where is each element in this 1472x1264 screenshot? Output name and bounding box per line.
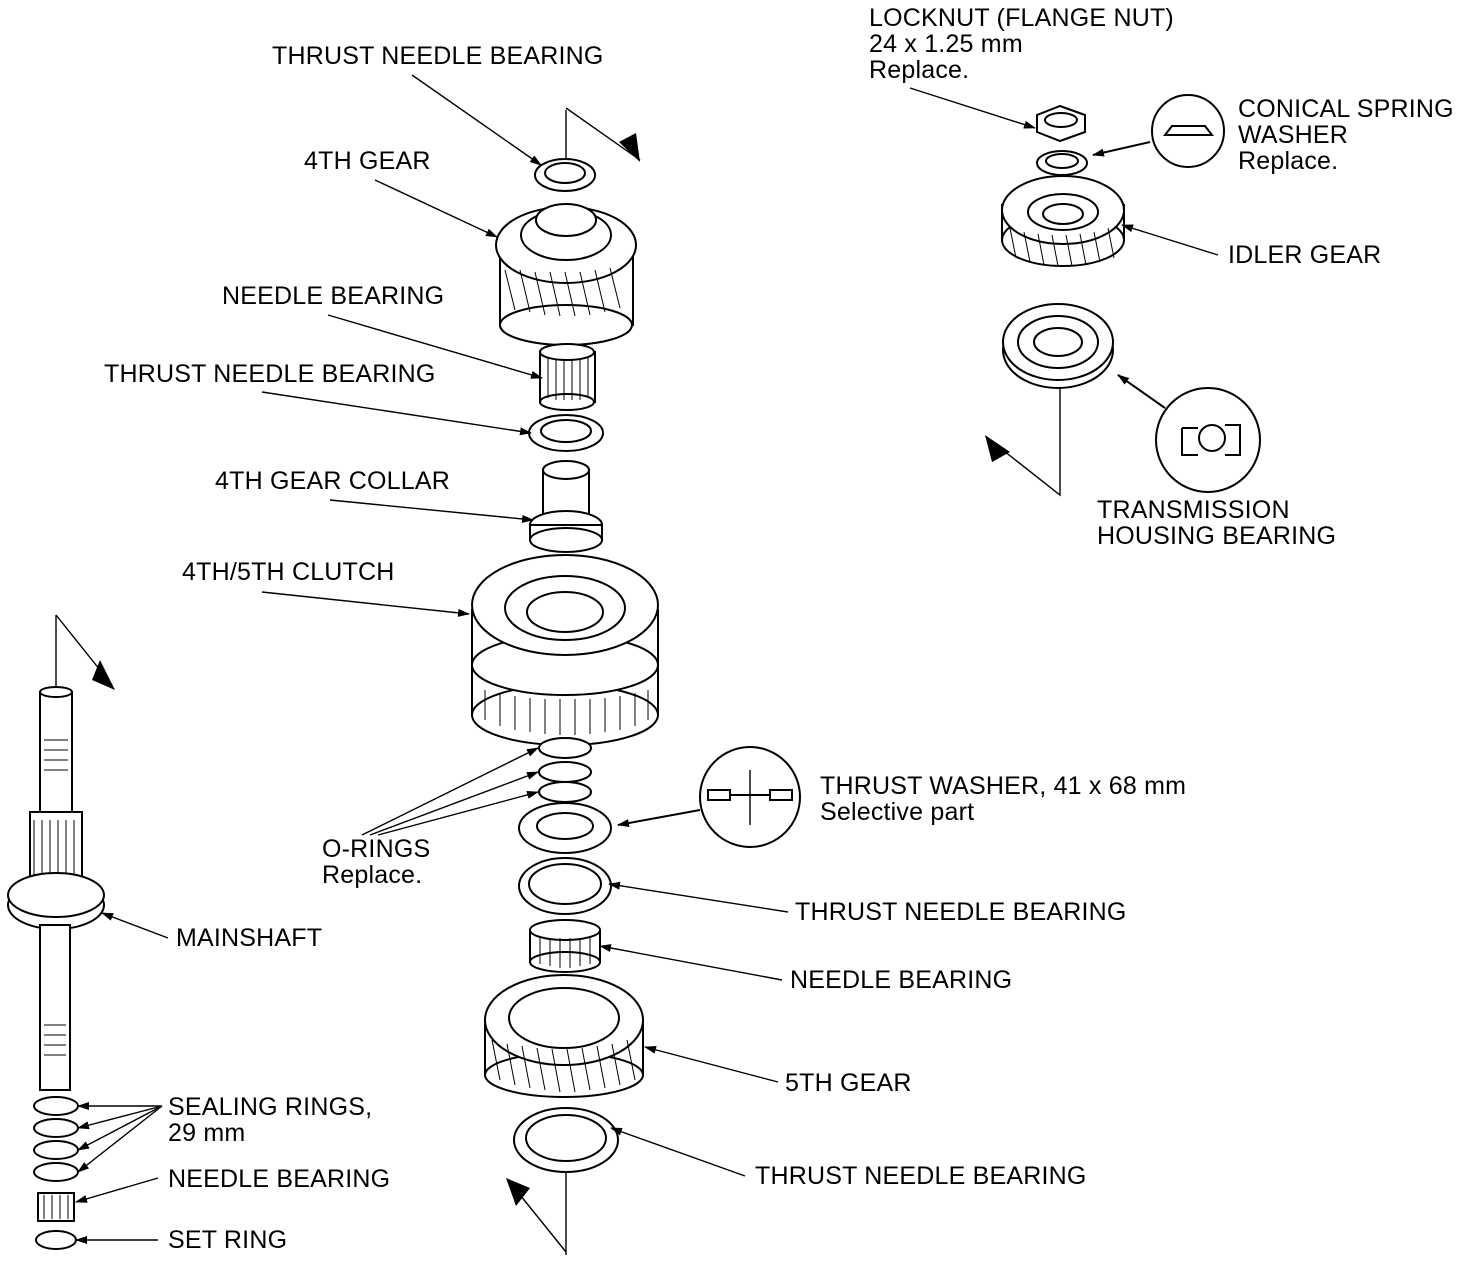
needle-bearing-middle-part	[529, 919, 601, 973]
label-thrust-needle-bearing-bottom: THRUST NEEDLE BEARING	[755, 1162, 1087, 1190]
conical-spring-washer-detail-icon	[1092, 94, 1225, 168]
gear-5th-part	[484, 974, 644, 1098]
label-thrust-needle-bearing-top: THRUST NEEDLE BEARING	[272, 42, 604, 70]
label-thrust-needle-bearing-middle: THRUST NEEDLE BEARING	[795, 898, 1127, 926]
clutch-4th-5th-part	[471, 554, 659, 746]
thrust-needle-bearing-bottom-part	[513, 1107, 619, 1173]
idler-gear-assembly	[985, 104, 1125, 497]
label-needle-bearing-lower: NEEDLE BEARING	[168, 1165, 391, 1193]
transmission-housing-bearing-part	[1002, 303, 1114, 389]
bearing-detail-icon	[1117, 374, 1261, 493]
o-rings-part	[538, 737, 592, 803]
label-4th-gear: 4TH GEAR	[304, 147, 431, 175]
conical-spring-washer-part	[1036, 150, 1088, 176]
mainshaft-part	[7, 614, 115, 1250]
label-thrust-needle-bearing-upper: THRUST NEEDLE BEARING	[104, 360, 436, 388]
gear-4th-part	[495, 203, 637, 346]
label-mainshaft: MAINSHAFT	[176, 924, 323, 952]
leader-lines	[75, 74, 1219, 1244]
label-sealing-rings: SEALING RINGS,29 mm	[168, 1093, 373, 1147]
label-needle-bearing-middle: NEEDLE BEARING	[790, 966, 1013, 994]
thrust-needle-bearing-upper-part	[528, 414, 604, 452]
center-shaft-assembly	[471, 107, 659, 1255]
label-set-ring: SET RING	[168, 1226, 288, 1254]
label-5th-gear: 5TH GEAR	[785, 1069, 912, 1097]
gear-4th-collar-part	[529, 460, 603, 553]
thrust-washer-detail-icon	[617, 746, 801, 848]
label-needle-bearing-upper: NEEDLE BEARING	[222, 282, 445, 310]
needle-bearing-upper-part	[539, 343, 596, 411]
label-idler-gear: IDLER GEAR	[1228, 241, 1382, 269]
idler-gear-part	[1001, 175, 1125, 267]
label-4th-gear-collar: 4TH GEAR COLLAR	[215, 467, 451, 495]
label-4th-5th-clutch: 4TH/5TH CLUTCH	[182, 558, 395, 586]
locknut-part	[1036, 104, 1086, 143]
thrust-needle-bearing-middle-part	[518, 857, 612, 915]
thrust-needle-bearing-top-part	[534, 158, 596, 192]
thrust-washer-part	[518, 802, 612, 854]
